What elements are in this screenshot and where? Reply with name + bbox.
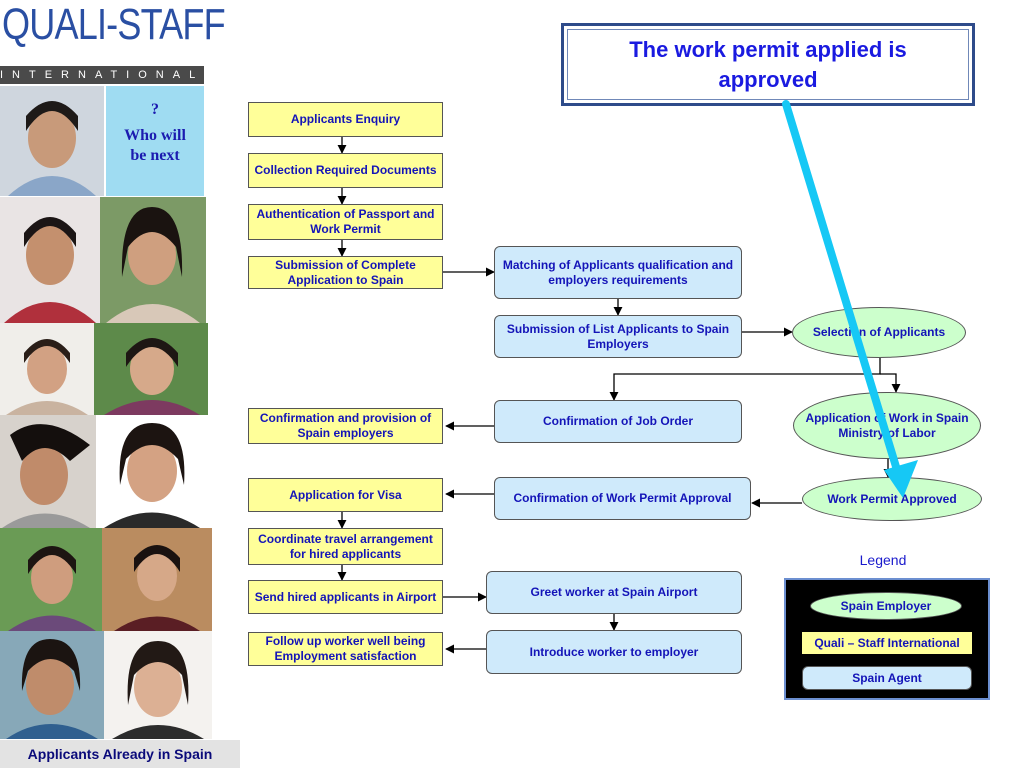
brand-logo: QUALI-STAFF: [2, 0, 226, 49]
legend-spain-agent: Spain Agent: [802, 666, 972, 690]
brand-tagline: INTERNATIONAL: [0, 66, 204, 84]
applicant-photo-4: [0, 323, 94, 415]
applicant-photo-8: [0, 528, 102, 631]
step-collection-documents: Collection Required Documents: [248, 153, 443, 188]
applicants-in-spain-banner: Applicants Already in Spain: [0, 740, 240, 768]
step-matching: Matching of Applicants qualification and…: [494, 246, 742, 299]
step-coordinate-travel: Coordinate travel arrangement for hired …: [248, 528, 443, 565]
applicant-photo-10: [0, 631, 104, 739]
applicant-photo-3: [100, 197, 206, 323]
applicant-photo-6: [0, 415, 96, 528]
step-confirmation-provision: Confirmation and provision of Spain empl…: [248, 408, 443, 444]
applicant-photo-7: [96, 415, 208, 528]
step-send-hired: Send hired applicants in Airport: [248, 580, 443, 614]
step-application-visa: Application for Visa: [248, 478, 443, 512]
applicant-photo-11: [104, 631, 212, 739]
step-follow-up: Follow up worker well being Employment s…: [248, 632, 443, 666]
question-mark: ?: [151, 101, 159, 118]
callout-permit-approved: The work permit applied is approved: [561, 23, 975, 106]
legend-spain-employer: Spain Employer: [810, 592, 962, 620]
step-applicants-enquiry: Applicants Enquiry: [248, 102, 443, 137]
step-application-ministry: Application of Work in Spain Ministry of…: [793, 392, 981, 459]
step-greet-worker: Greet worker at Spain Airport: [486, 571, 742, 614]
legend-quali-staff: Quali – Staff International: [802, 632, 972, 654]
step-introduce-worker: Introduce worker to employer: [486, 630, 742, 674]
arrow-selection-to-ministry: [880, 373, 901, 393]
who-will-be-next-box: ? Who will be next: [106, 86, 204, 196]
applicant-photo-9: [102, 528, 212, 631]
step-selection: Selection of Applicants: [792, 307, 966, 358]
arrow-selection-to-job-order: [609, 358, 881, 401]
step-work-permit-approved: Work Permit Approved: [802, 477, 982, 521]
step-confirmation-job-order: Confirmation of Job Order: [494, 400, 742, 443]
legend-title: Legend: [859, 552, 907, 568]
step-submission-list: Submission of List Applicants to Spain E…: [494, 315, 742, 358]
applicant-photo-1: [0, 86, 104, 196]
applicant-photo-2: [0, 197, 100, 323]
applicant-photo-5: [94, 323, 208, 415]
step-submission-application: Submission of Complete Application to Sp…: [248, 256, 443, 289]
step-confirmation-work-permit: Confirmation of Work Permit Approval: [494, 477, 751, 520]
who-will-be-next-text: Who will be next: [124, 127, 186, 164]
step-authentication: Authentication of Passport and Work Perm…: [248, 204, 443, 240]
legend-box: Spain Employer Quali – Staff Internation…: [784, 578, 990, 700]
